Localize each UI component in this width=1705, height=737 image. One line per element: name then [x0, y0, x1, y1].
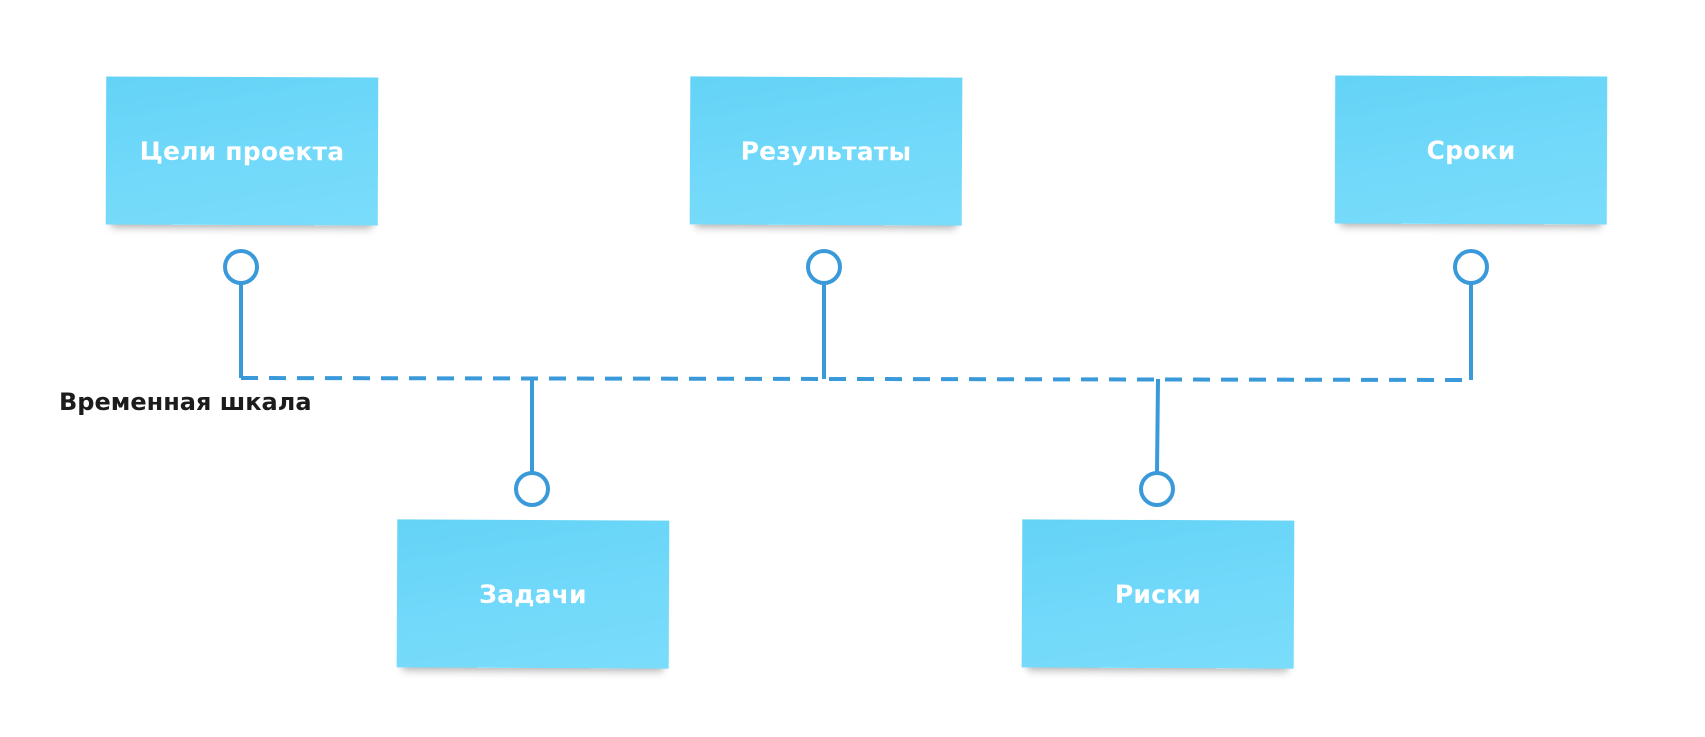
connector-node-tasks: [514, 471, 550, 507]
connector-risks: [1155, 378, 1160, 473]
sticky-note-deadlines[interactable]: Сроки: [1334, 75, 1608, 225]
note-label-tasks: Задачи: [479, 579, 587, 609]
note-label-risks: Риски: [1114, 579, 1202, 609]
sticky-note-results[interactable]: Результаты: [689, 76, 963, 226]
connector-node-results: [806, 249, 842, 285]
sticky-note-risks[interactable]: Риски: [1021, 519, 1295, 669]
note-label-goals: Цели проекта: [139, 136, 345, 166]
connector-node-deadlines: [1453, 249, 1489, 285]
timeline-axis: [240, 376, 1472, 382]
note-label-deadlines: Сроки: [1426, 135, 1516, 165]
connector-node-goals: [223, 249, 259, 285]
sticky-note-tasks[interactable]: Задачи: [396, 519, 670, 669]
note-label-results: Результаты: [740, 136, 912, 166]
timeline-label: Временная шкала: [59, 388, 312, 416]
sticky-note-goals[interactable]: Цели проекта: [105, 76, 379, 226]
connector-node-risks: [1139, 471, 1175, 507]
